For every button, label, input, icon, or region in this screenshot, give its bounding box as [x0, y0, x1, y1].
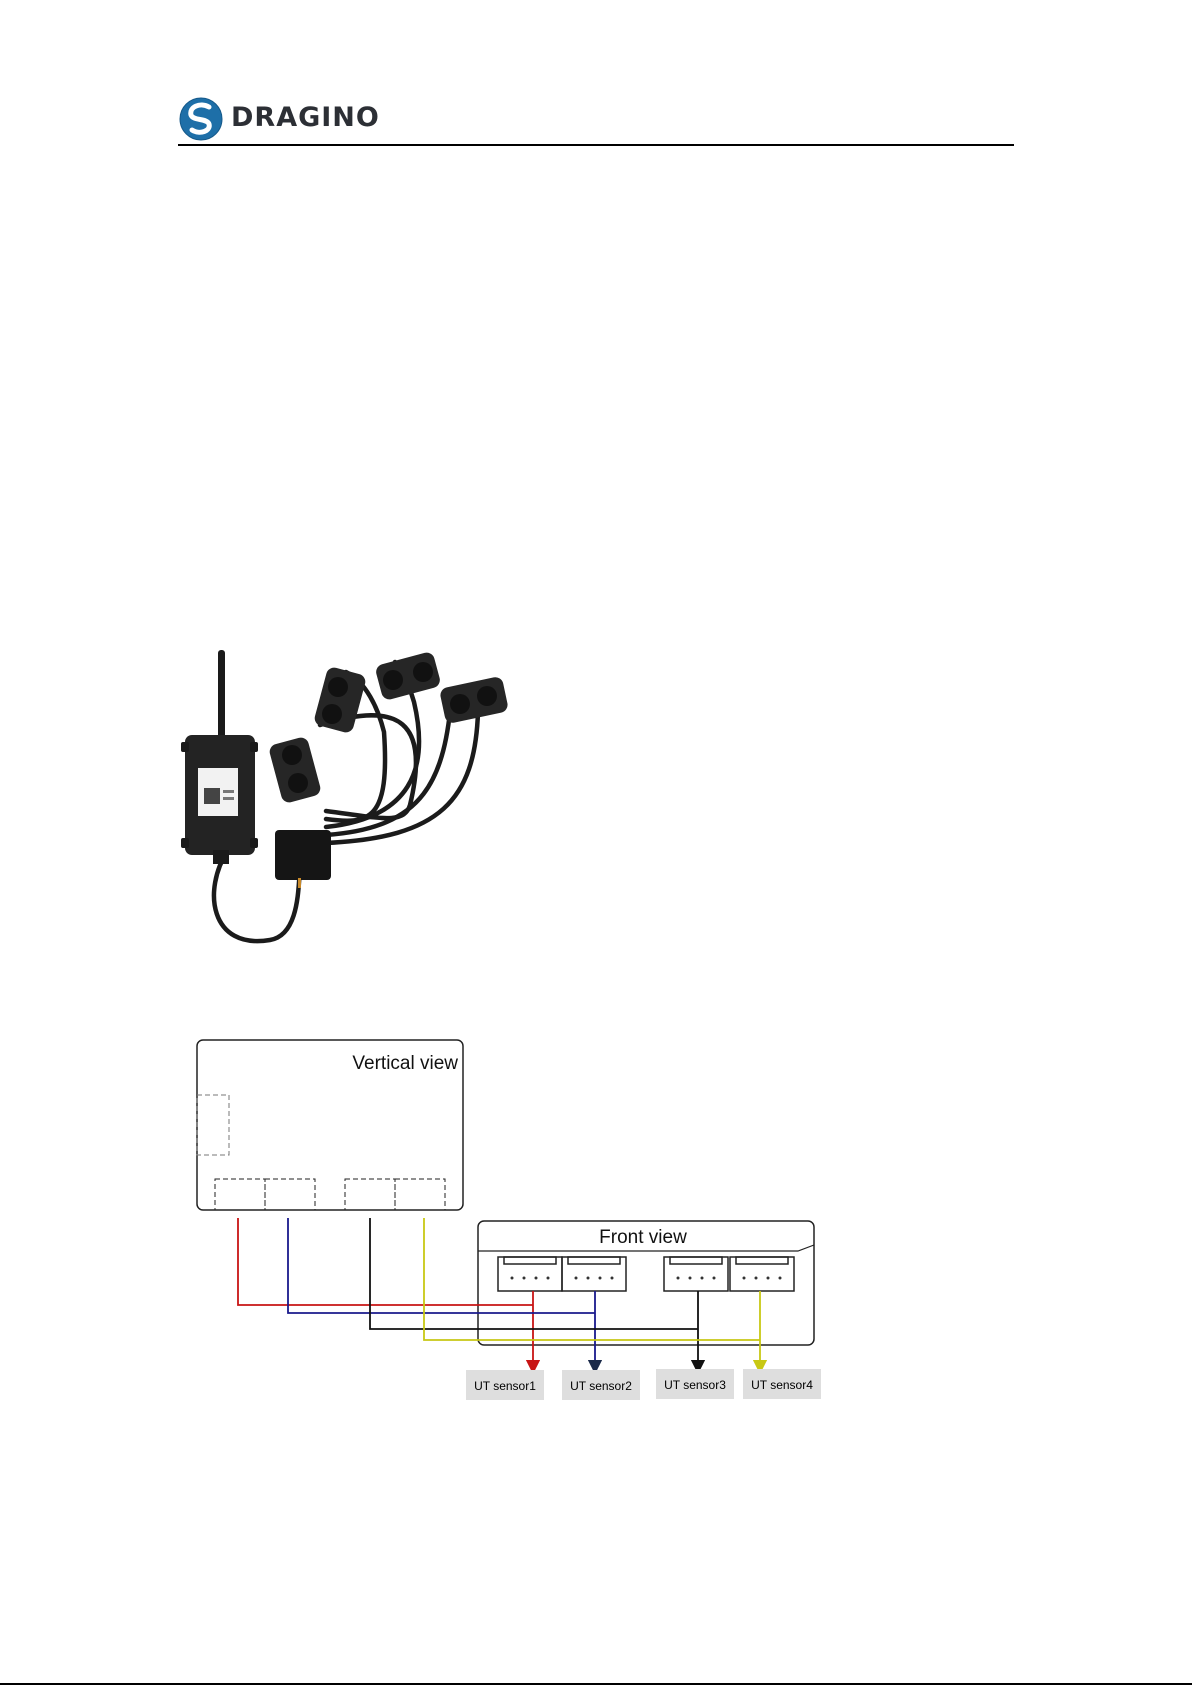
- sensor-cable-5: [320, 715, 416, 818]
- sensor-label-3: UT sensor3: [664, 1378, 726, 1392]
- dragino-logo: DRAGINO: [178, 96, 378, 142]
- sensor-label-1: UT sensor1: [474, 1379, 536, 1393]
- wiring-diagram: Vertical view Front view: [190, 1035, 830, 1405]
- front-connectors: [498, 1257, 794, 1291]
- vertical-view-label: Vertical view: [352, 1053, 458, 1074]
- ultrasonic-sensor-1: [268, 736, 322, 804]
- ultrasonic-sensor-2: [313, 666, 367, 734]
- sensor-label-4: UT sensor4: [751, 1378, 813, 1392]
- sensor-label-2: UT sensor2: [570, 1379, 632, 1393]
- ultrasonic-sensor-4: [439, 676, 509, 725]
- product-illustration: [180, 650, 560, 955]
- dragino-logo-icon: [178, 96, 224, 142]
- ultrasonic-sensor-3: [374, 651, 441, 701]
- cable-gland: [213, 850, 229, 864]
- header-rule: [178, 144, 1014, 146]
- junction-box: [275, 830, 331, 880]
- antenna: [218, 650, 225, 742]
- front-view-label: Front view: [599, 1227, 687, 1248]
- brand-name: DRAGINO: [231, 102, 380, 133]
